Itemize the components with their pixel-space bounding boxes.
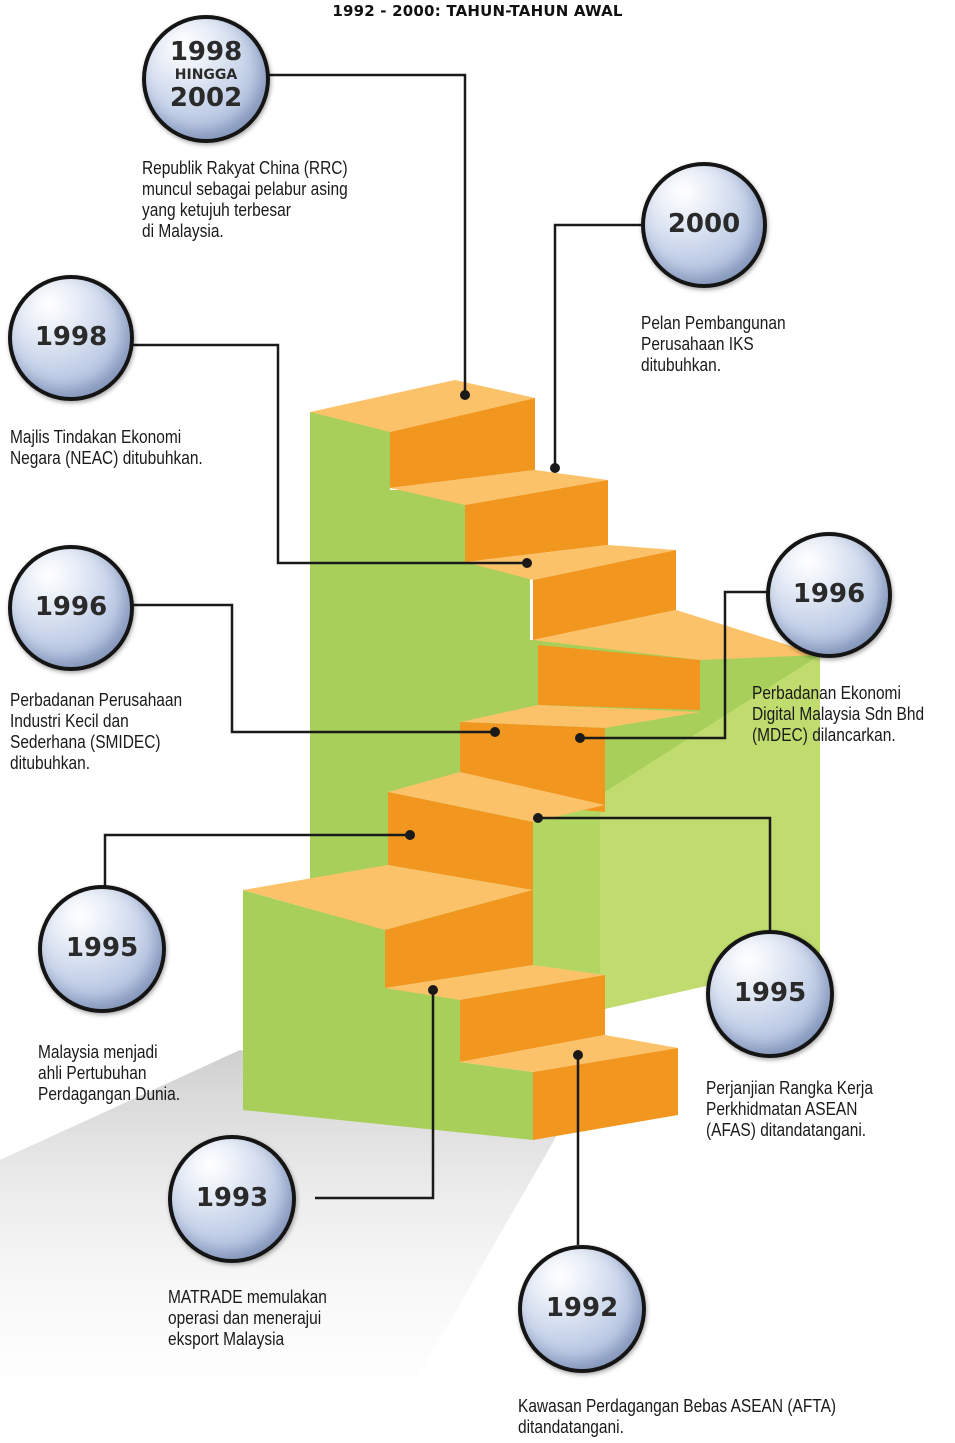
year-start: 1998 <box>169 37 243 67</box>
tread-7 <box>243 865 533 930</box>
riser-4 <box>538 645 700 710</box>
connector-dot <box>533 813 543 823</box>
connector-dot <box>573 1050 583 1060</box>
connector-dot <box>522 558 532 568</box>
connector-dot <box>405 830 415 840</box>
riser-8 <box>460 975 605 1062</box>
year-badge-1995-left: 1995 <box>38 885 166 1013</box>
infographic-title: 1992 - 2000: TAHUN-TAHUN AWAL <box>332 2 623 20</box>
year-label: 1995 <box>733 978 807 1008</box>
year-end: 2002 <box>169 83 243 113</box>
milestone-description-1992: Kawasan Perdagangan Bebas ASEAN (AFTA) d… <box>518 1396 837 1437</box>
year-label: 2000 <box>667 209 741 239</box>
connector-1998 <box>130 343 527 565</box>
year-label: 1996 <box>34 592 108 622</box>
connector-1998-2002 <box>262 73 467 395</box>
connector-dots <box>405 390 585 1060</box>
tread-4 <box>533 610 820 660</box>
milestone-description-1998: Majlis Tindakan Ekonomi Negara (NEAC) di… <box>10 427 203 468</box>
tread-6 <box>388 772 605 822</box>
connector-dot <box>428 985 438 995</box>
riser-7 <box>385 890 533 988</box>
tread-5 <box>460 705 700 728</box>
year-badge-1998: 1998 <box>8 275 134 401</box>
lower-stair-side <box>243 890 533 1140</box>
year-connector-word: HINGGA <box>174 67 238 83</box>
milestone-description-1996-left: Perbadanan Perusahaan Industri Kecil dan… <box>10 690 183 773</box>
milestone-description-1995-left: Malaysia menjadi ahli Pertubuhan Perdaga… <box>38 1042 181 1104</box>
milestone-description-1996-right: Perbadanan Ekonomi Digital Malaysia Sdn … <box>752 683 925 745</box>
connector-1996-right <box>580 590 770 740</box>
connector-dot <box>550 463 560 473</box>
year-badge-1992: 1992 <box>518 1245 646 1373</box>
tread-3 <box>465 545 676 580</box>
milestone-description-2000: Pelan Pembangunan Perusahaan IKS ditubuh… <box>641 313 786 375</box>
year-badge-1998-2002: 1998 HINGGA 2002 <box>142 15 270 143</box>
connector-1995-right <box>538 816 772 935</box>
riser-9 <box>533 1048 678 1140</box>
tread-1 <box>310 380 535 432</box>
tread-2 <box>390 470 608 505</box>
riser-2 <box>465 480 608 562</box>
connector-1995-left <box>103 833 410 900</box>
connector-dot <box>460 390 470 400</box>
year-label: 1992 <box>545 1293 619 1323</box>
riser-6 <box>388 792 533 890</box>
milestone-description-1998-2002: Republik Rakyat China (RRC) muncul sebag… <box>142 158 348 241</box>
upper-stair-side-right <box>600 655 820 1010</box>
connector-dot <box>490 727 500 737</box>
milestone-description-1993: MATRADE memulakan operasi dan menerajui … <box>168 1287 327 1349</box>
year-badge-2000: 2000 <box>641 162 767 288</box>
connector-1993 <box>315 990 435 1200</box>
year-label: 1995 <box>65 933 139 963</box>
riser-1 <box>390 398 535 488</box>
tread-8 <box>385 965 605 1000</box>
tread-9 <box>460 1035 678 1072</box>
connector-lines <box>103 73 772 1245</box>
year-label: 1996 <box>792 579 866 609</box>
connector-dot <box>575 733 585 743</box>
connector-1996-left <box>130 603 495 734</box>
year-badge-1996-right: 1996 <box>766 532 892 658</box>
milestone-description-1995-right: Perjanjian Rangka Kerja Perkhidmatan ASE… <box>706 1078 873 1140</box>
year-label: 1993 <box>195 1183 269 1213</box>
year-badge-1995-right: 1995 <box>706 930 834 1058</box>
connector-2000 <box>553 223 645 468</box>
year-badge-1996-left: 1996 <box>8 545 134 671</box>
floor-shadow <box>0 1050 560 1443</box>
year-label: 1998 <box>34 322 108 352</box>
year-badge-1993: 1993 <box>168 1135 296 1263</box>
